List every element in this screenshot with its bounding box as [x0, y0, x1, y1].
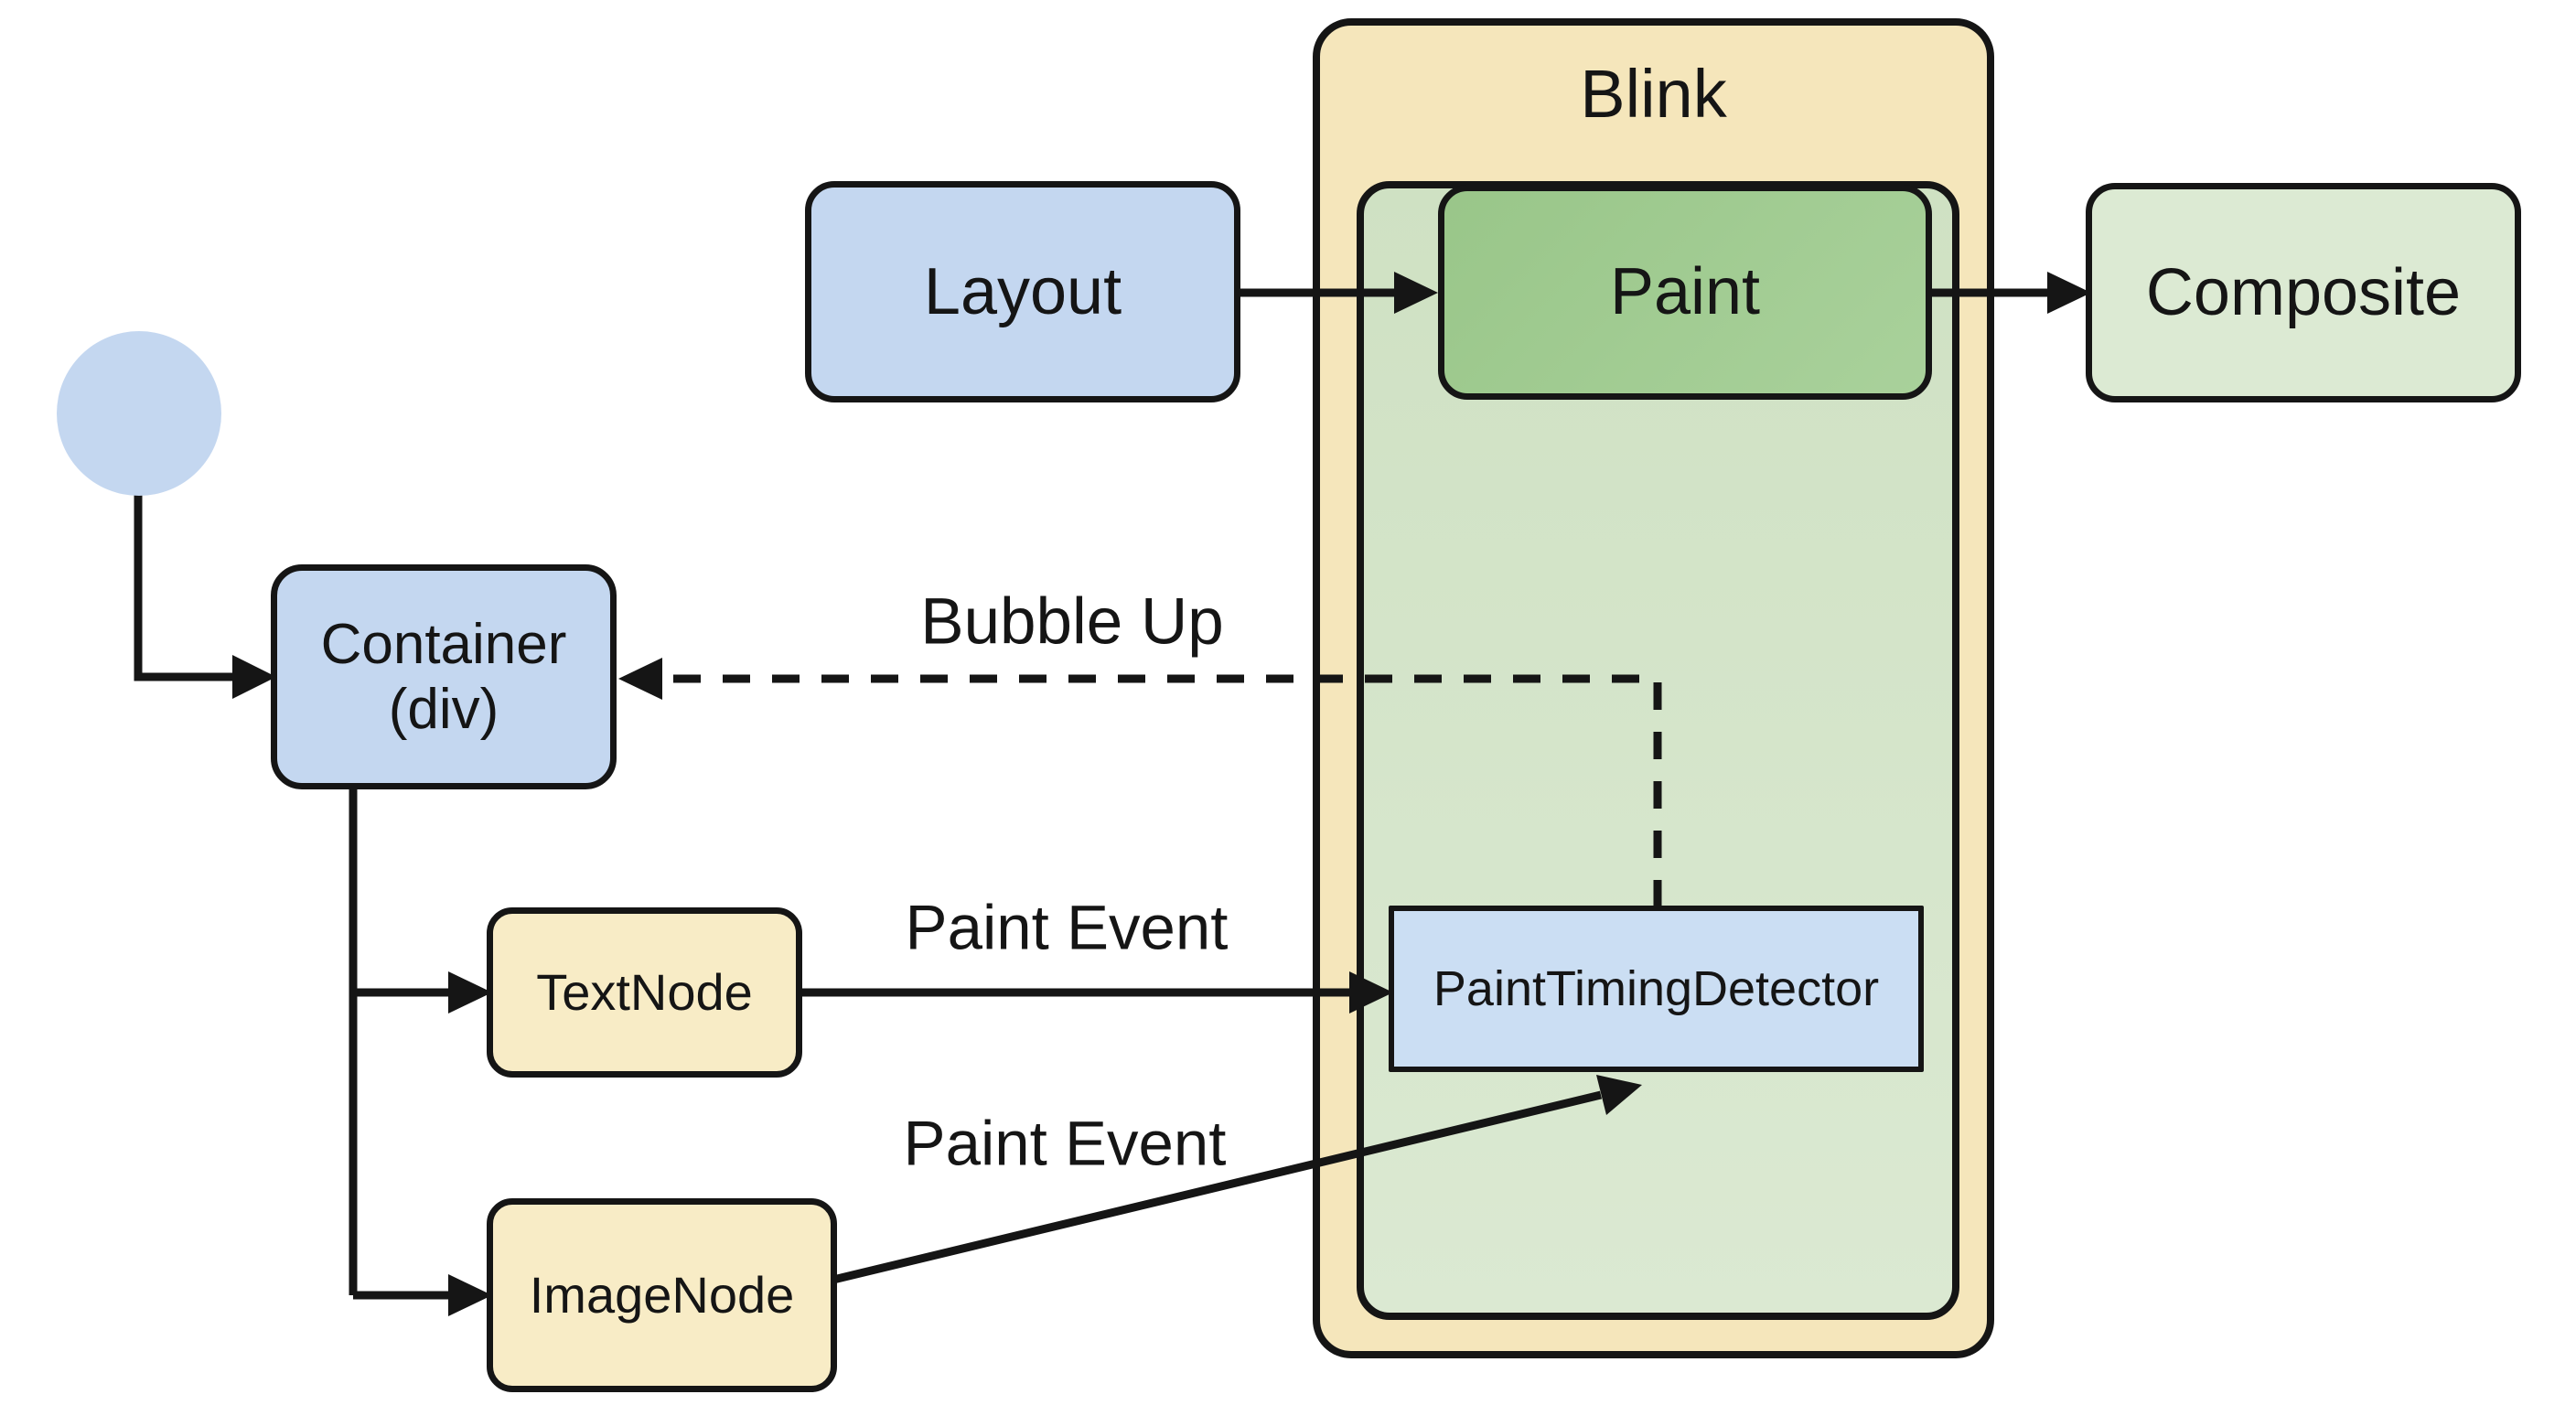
edge-bubble-up-dashed-line	[664, 674, 1662, 907]
image-node: ImageNode	[487, 1198, 837, 1392]
edge-imagenode-to-detector	[832, 1075, 1642, 1284]
edge-textnode-to-detector	[799, 971, 1393, 1014]
edge-imagenode-to-detector-line	[832, 1090, 1603, 1284]
text-node-label: TextNode	[536, 962, 753, 1021]
paint-node: Paint	[1438, 185, 1932, 400]
edge-imagenode-to-detector-arrowhead	[1596, 1075, 1642, 1115]
paint-event-label-imagenode: Paint Event	[903, 1108, 1227, 1179]
edge-layout-to-paint-arrowhead	[1394, 272, 1438, 314]
document-root-circle	[57, 331, 221, 496]
edge-root-to-container-arrowhead	[232, 655, 276, 699]
paint-label: Paint	[1609, 255, 1761, 329]
text-node: TextNode	[487, 907, 802, 1078]
edge-container-to-children	[349, 785, 492, 1316]
image-node-label: ImageNode	[529, 1265, 795, 1324]
container-div-label-line2: (div)	[388, 678, 499, 741]
composite-node: Composite	[2086, 183, 2521, 402]
paint-timing-detector-label: PaintTimingDetector	[1433, 960, 1880, 1016]
edge-container-to-imagenode-arrowhead	[448, 1274, 492, 1316]
edge-root-to-container	[134, 490, 276, 699]
edge-bubble-up	[618, 658, 1662, 907]
edge-root-to-container-line	[134, 490, 232, 681]
edge-paint-to-composite	[1928, 272, 2091, 314]
edge-bubble-up-arrowhead	[618, 658, 662, 700]
edge-textnode-to-detector-arrowhead	[1349, 971, 1393, 1014]
container-div-label-line1: Container	[320, 612, 567, 676]
edge-paint-to-composite-arrowhead	[2047, 272, 2091, 314]
edge-container-to-textnode-arrowhead	[448, 971, 492, 1014]
layout-node: Layout	[805, 181, 1240, 402]
paint-event-label-textnode: Paint Event	[905, 892, 1229, 963]
container-div-node: Container (div)	[271, 564, 617, 789]
layout-label: Layout	[923, 254, 1122, 328]
bubble-up-label: Bubble Up	[920, 585, 1224, 659]
edge-layout-to-paint	[1237, 272, 1438, 314]
composite-label: Composite	[2145, 255, 2462, 329]
blink-label: Blink	[1580, 56, 1727, 132]
paint-timing-detector-node: PaintTimingDetector	[1389, 906, 1924, 1072]
